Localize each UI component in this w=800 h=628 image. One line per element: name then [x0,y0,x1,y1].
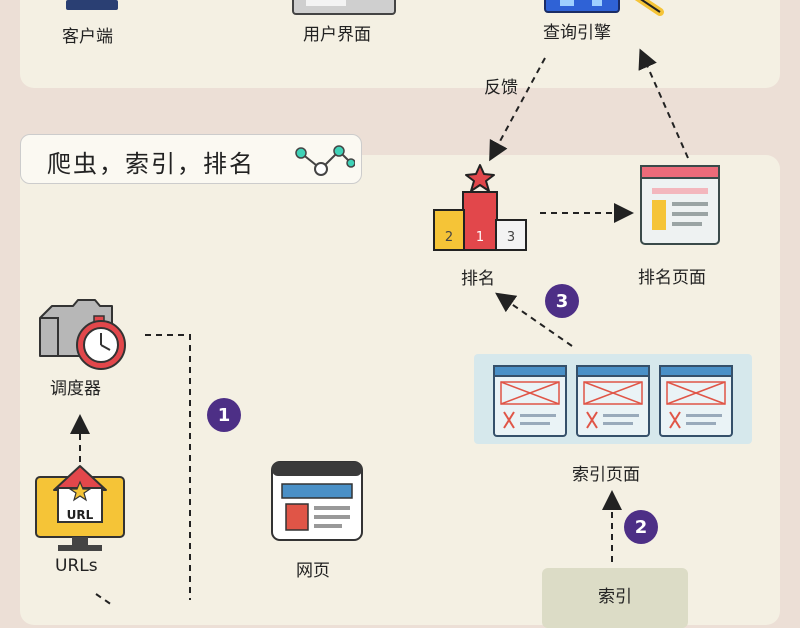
urls-label: URLs [55,556,98,576]
arrow-ranking-page-to-query [638,48,689,159]
step-one-badge: 1 [207,398,241,432]
podium-first: 1 [476,230,484,245]
index-page-windows [493,365,733,437]
section-title-pill: 爬虫，索引，排名 [20,134,362,184]
ranking-page-icon [640,165,720,245]
top-panel [20,0,780,88]
index-window-1 [493,365,567,437]
arrow-feedback [489,57,546,162]
section-title: 爬虫，索引，排名 [47,150,255,178]
magnifier-icon [544,0,664,16]
webpage-icon [271,461,363,541]
user-page-icon [292,0,396,15]
network-icon [295,145,355,176]
arrow-index-pages-to-ranking [495,292,573,347]
step-three-badge: 3 [545,284,579,318]
index-window-2 [576,365,650,437]
scheduler-label: 调度器 [50,379,101,399]
client-icon [66,0,118,10]
ranking-page-label: 排名页面 [638,268,706,288]
podium-third: 3 [507,230,515,245]
step-two-badge: 2 [624,510,658,544]
podium-second: 2 [445,230,453,245]
client-label: 客户端 [62,27,113,47]
index-pages-label: 索引页面 [572,465,640,485]
ranking-label: 排名 [461,269,495,289]
scheduler-connector [145,334,191,600]
index-window-3 [659,365,733,437]
top-icons [66,0,664,16]
podium-icon: 2 1 3 [433,164,527,251]
webpage-label: 网页 [296,561,330,581]
star-icon [465,164,495,192]
user-page-label: 用户界面 [303,25,371,45]
query-engine-label: 查询引擎 [543,23,611,43]
url-screen-text: URL [67,508,94,522]
urls-icon: URL [35,465,125,551]
scheduler-icon [39,299,126,370]
feedback-label: 反馈 [484,78,518,98]
